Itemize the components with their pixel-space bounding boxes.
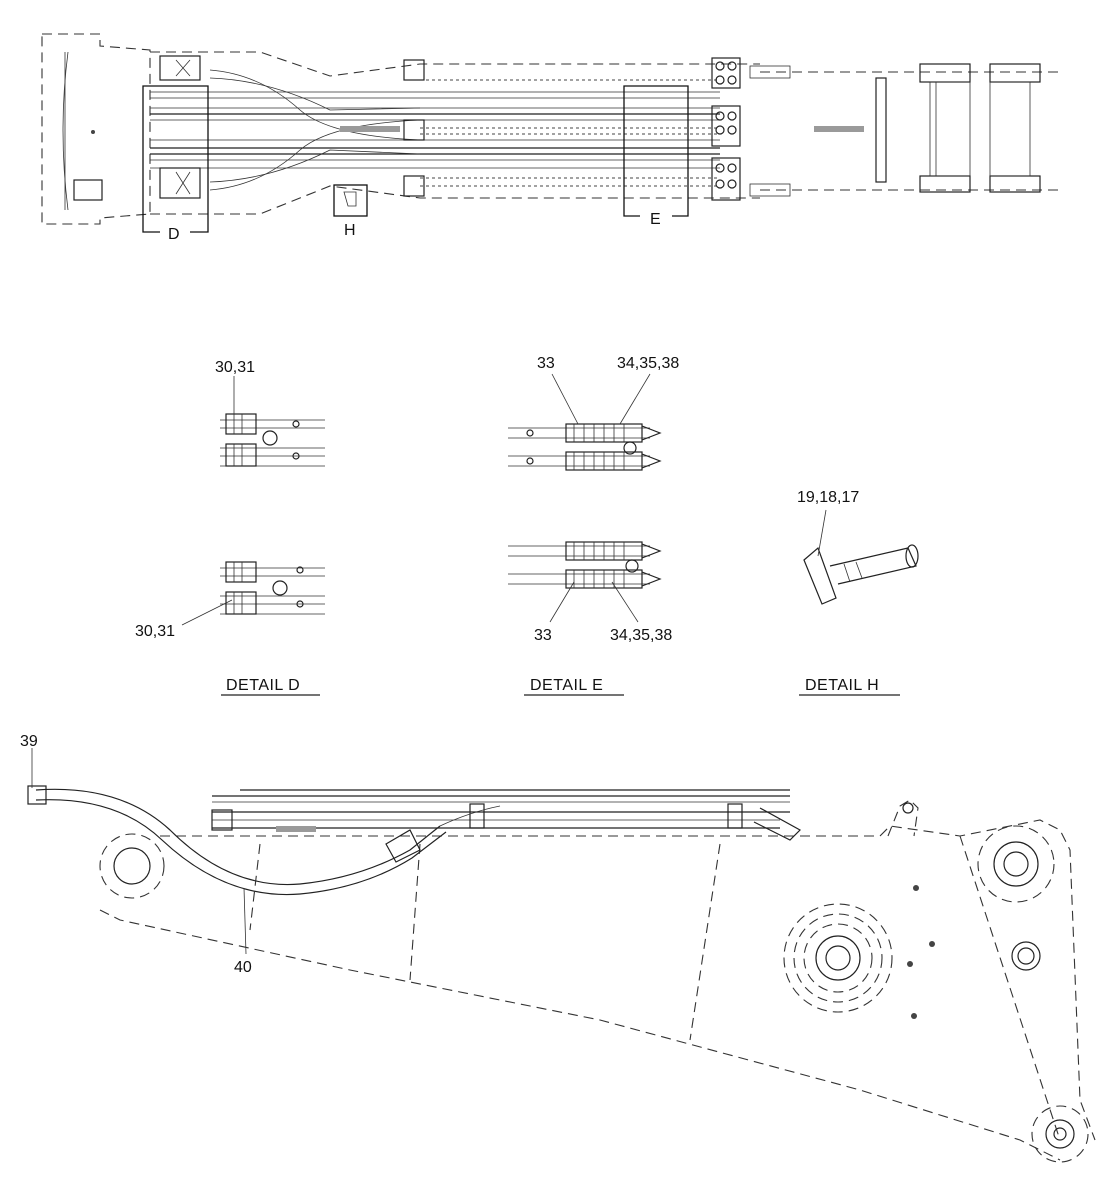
detail-d-view: 30,31 30,31 DETAIL D	[135, 359, 325, 696]
callout-e-bottom-right: 34,35,38	[610, 627, 672, 644]
detail-e-upper	[508, 423, 662, 471]
leader-e-top-left	[551, 373, 579, 425]
callout-d-top: 30,31	[215, 359, 255, 376]
leader-e-bottom-left	[549, 581, 575, 623]
leader-e-top-right	[619, 373, 651, 425]
detail-d-callout: D	[168, 226, 180, 243]
boom-side-view: 39 40	[20, 733, 1096, 1163]
detail-h-caption: DETAIL H	[805, 677, 879, 694]
detail-e-view: 33 34,35,38 33 34,35,38 DETAIL E	[508, 355, 679, 696]
detail-e-caption: DETAIL E	[530, 677, 603, 694]
leader-40	[243, 887, 247, 955]
leader-e-bottom-right	[611, 581, 639, 623]
detail-d-caption: DETAIL D	[226, 677, 300, 694]
detail-e-lower	[508, 541, 662, 589]
callout-e-bottom-left: 33	[534, 627, 552, 644]
tube-lines	[150, 69, 720, 191]
leader-h	[817, 509, 827, 557]
hose-assembly	[27, 785, 501, 896]
detail-d-upper	[220, 413, 325, 467]
detail-e-callout: E	[650, 211, 661, 228]
leader-d-bottom	[181, 599, 233, 626]
boom-extension	[760, 63, 1060, 193]
detail-d-marker: D	[142, 85, 209, 243]
boom-top-view: D H E	[41, 33, 1060, 243]
callout-e-top-right: 34,35,38	[617, 355, 679, 372]
callout-item-39: 39	[20, 733, 38, 750]
detail-d-lower	[220, 561, 325, 615]
tube-clamps	[159, 55, 425, 199]
side-piping	[211, 789, 801, 841]
detail-h-callout: H	[344, 222, 356, 239]
end-fittings	[711, 57, 864, 201]
callout-d-bottom: 30,31	[135, 623, 175, 640]
swing-plate	[783, 903, 893, 1013]
callout-item-40: 40	[234, 959, 252, 976]
callout-h-parts: 19,18,17	[797, 489, 859, 506]
detail-h-view: 19,18,17 DETAIL H	[797, 489, 919, 696]
detail-e-marker: E	[623, 85, 689, 228]
callout-e-top-left: 33	[537, 355, 555, 372]
detail-h-marker: H	[333, 184, 368, 239]
elbow-fitting	[803, 544, 919, 605]
